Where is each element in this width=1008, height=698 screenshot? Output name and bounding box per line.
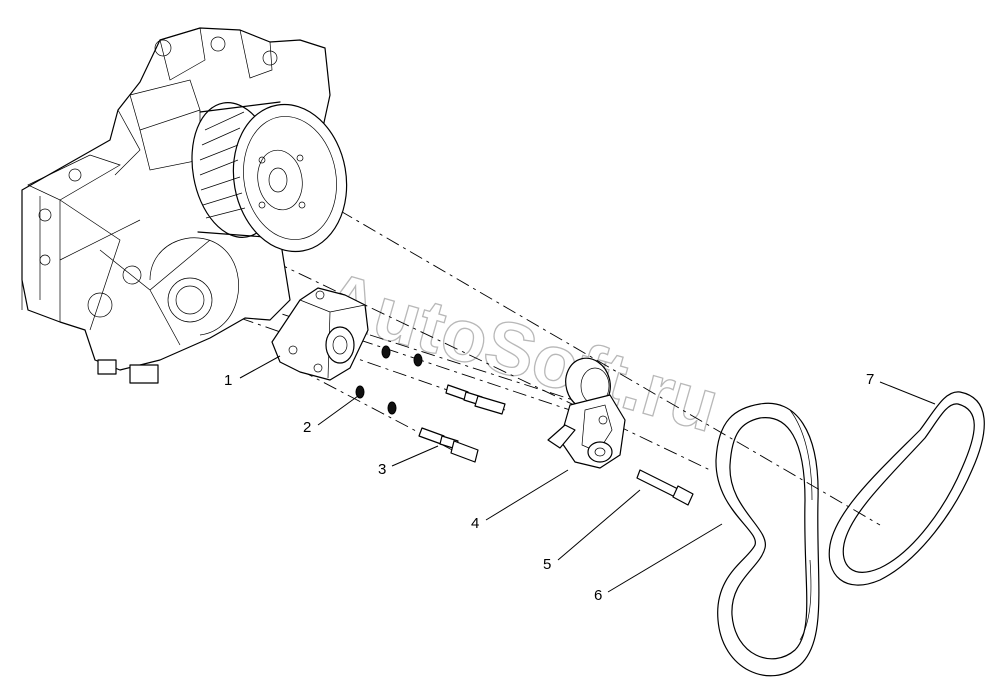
callout-7: 7 [866, 371, 874, 388]
callout-6: 6 [594, 587, 602, 604]
callout-5: 5 [543, 556, 551, 573]
part-2-washers [355, 345, 423, 415]
crankshaft-pulley [191, 101, 348, 253]
callout-1: 1 [224, 372, 232, 389]
part-5-tensioner-bolt [636, 469, 694, 506]
part-4-belt-tensioner [547, 357, 626, 469]
leader-lines [239, 355, 936, 593]
part-1-tensioner-bracket [271, 287, 369, 381]
callout-3: 3 [378, 461, 386, 478]
callout-numbers: 1 2 3 4 5 6 7 [224, 371, 874, 604]
watermark-text: AutoSoft.ru [314, 256, 728, 448]
part-6-main-drive-belt [715, 402, 820, 677]
part-3-bolts [418, 384, 506, 463]
callout-2: 2 [303, 419, 311, 436]
part-7-auxiliary-belt [828, 391, 985, 586]
callout-4: 4 [471, 515, 479, 532]
